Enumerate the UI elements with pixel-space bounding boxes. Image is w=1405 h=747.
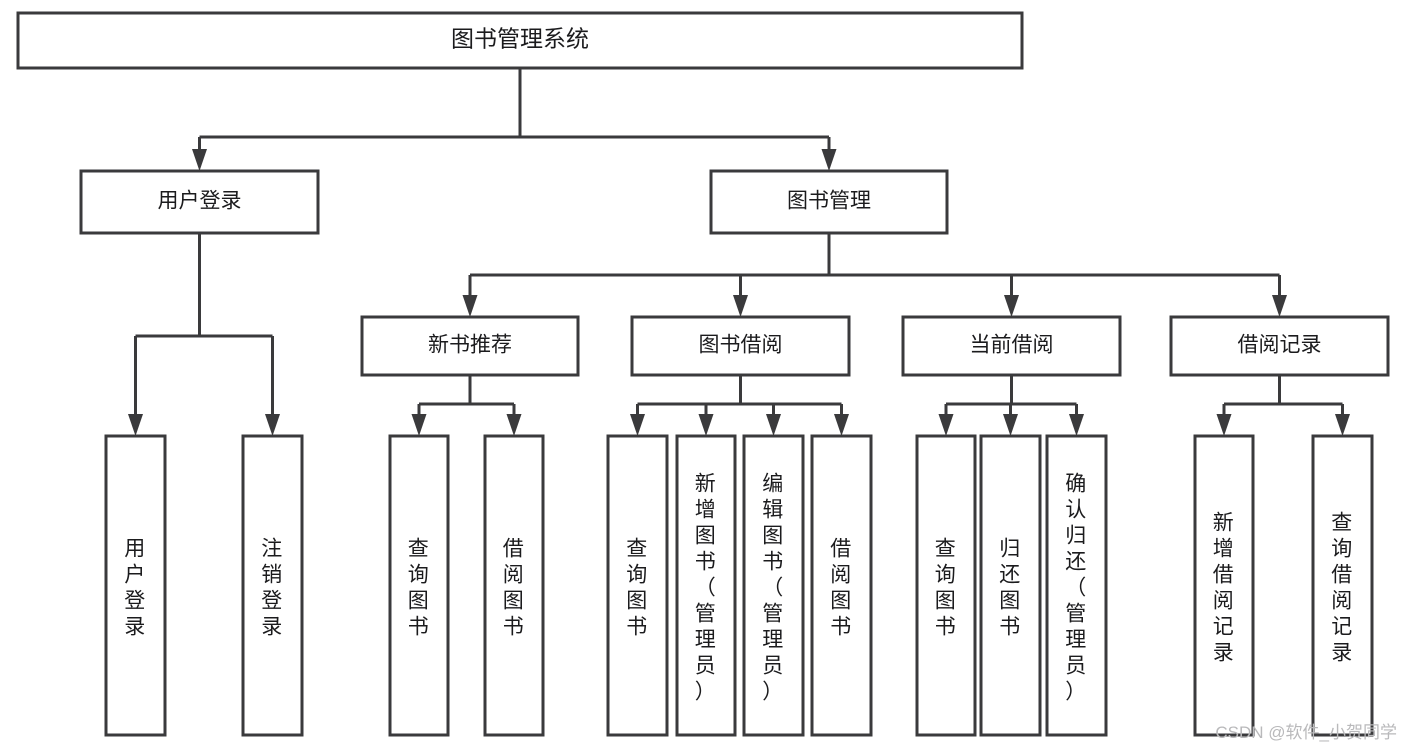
arrow-head-icon <box>1272 295 1287 317</box>
node-box-book-manage[interactable] <box>709 169 949 235</box>
node-box-leaf-query-book-1[interactable] <box>388 434 450 737</box>
node-label-leaf-query-book-1: 查询图书 <box>408 537 431 638</box>
node-book-borrow[interactable]: 图书借阅 <box>630 315 851 377</box>
node-user-login[interactable]: 用户登录 <box>79 169 320 235</box>
arrow-head-icon <box>411 414 427 436</box>
node-box-book-borrow[interactable] <box>630 315 851 377</box>
node-box-new-book-rec[interactable] <box>360 315 580 377</box>
node-label-book-manage: 图书管理 <box>787 190 871 213</box>
node-book-manage[interactable]: 图书管理 <box>709 169 949 235</box>
connector-layer <box>128 68 1350 436</box>
node-leaf-return-book[interactable]: 归还图书 <box>979 434 1042 737</box>
node-leaf-add-record[interactable]: 新增借阅记录 <box>1193 434 1255 737</box>
arrow-head-icon <box>1069 414 1084 436</box>
arrow-head-icon <box>462 295 478 317</box>
node-label-new-book-rec: 新书推荐 <box>428 334 512 357</box>
arrow-head-icon <box>506 414 522 436</box>
connector-group-book-borrow <box>630 375 849 436</box>
node-label-borrow-record: 借阅记录 <box>1238 334 1322 357</box>
node-box-leaf-query-book-2[interactable] <box>606 434 669 737</box>
arrow-head-icon <box>698 414 714 436</box>
node-box-leaf-user-login[interactable] <box>104 434 167 737</box>
connector-group-new-book-rec <box>411 375 522 436</box>
arrow-head-icon <box>1216 414 1232 436</box>
node-leaf-logout[interactable]: 注销登录 <box>241 434 304 737</box>
node-box-leaf-logout[interactable] <box>241 434 304 737</box>
connector-group-book-manage <box>462 233 1287 317</box>
node-layer: 图书管理系统用户登录图书管理新书推荐图书借阅当前借阅借阅记录用户登录注销登录查询… <box>16 11 1390 737</box>
node-box-borrow-record[interactable] <box>1169 315 1390 377</box>
node-box-leaf-query-book-3[interactable] <box>915 434 977 737</box>
node-leaf-query-book-3[interactable]: 查询图书 <box>915 434 977 737</box>
node-box-leaf-confirm-return[interactable] <box>1045 434 1108 737</box>
node-label-user-login: 用户登录 <box>158 190 242 213</box>
arrow-head-icon <box>128 414 143 436</box>
node-label-root: 图书管理系统 <box>451 26 589 52</box>
node-label-leaf-borrow-book-2: 借阅图书 <box>830 537 853 638</box>
node-label-leaf-return-book: 归还图书 <box>999 537 1022 638</box>
node-label-leaf-query-record: 查询借阅记录 <box>1331 511 1354 664</box>
csdn-watermark: CSDN @软件_小贺同学 <box>1215 723 1397 742</box>
node-leaf-query-record[interactable]: 查询借阅记录 <box>1311 434 1374 737</box>
arrow-head-icon <box>821 149 837 171</box>
arrow-head-icon <box>1003 414 1018 436</box>
connector-group-user-login <box>128 233 280 436</box>
node-label-leaf-add-book: 新增图书（管理员） <box>695 472 718 703</box>
connector-group-borrow-record <box>1216 375 1350 436</box>
node-leaf-confirm-return[interactable]: 确认归还（管理员） <box>1045 434 1108 737</box>
node-label-leaf-query-book-2: 查询图书 <box>626 537 649 638</box>
connector-group-root <box>192 68 837 171</box>
node-label-leaf-query-book-3: 查询图书 <box>935 537 958 638</box>
node-label-leaf-borrow-book-1: 借阅图书 <box>503 537 526 638</box>
connector-group-current-borrow <box>938 375 1084 436</box>
arrow-head-icon <box>265 414 280 436</box>
node-box-leaf-add-book[interactable] <box>675 434 737 737</box>
node-leaf-borrow-book-2[interactable]: 借阅图书 <box>810 434 873 737</box>
arrow-head-icon <box>1335 414 1350 436</box>
node-box-leaf-borrow-book-2[interactable] <box>810 434 873 737</box>
node-leaf-borrow-book-1[interactable]: 借阅图书 <box>483 434 545 737</box>
node-leaf-add-book[interactable]: 新增图书（管理员） <box>675 434 737 737</box>
node-box-user-login[interactable] <box>79 169 320 235</box>
node-box-leaf-borrow-book-1[interactable] <box>483 434 545 737</box>
node-current-borrow[interactable]: 当前借阅 <box>901 315 1122 377</box>
node-leaf-edit-book[interactable]: 编辑图书（管理员） <box>742 434 805 737</box>
node-box-leaf-add-record[interactable] <box>1193 434 1255 737</box>
node-label-leaf-logout: 注销登录 <box>261 537 284 638</box>
node-leaf-query-book-2[interactable]: 查询图书 <box>606 434 669 737</box>
node-label-leaf-confirm-return: 确认归还（管理员） <box>1065 472 1088 703</box>
node-box-current-borrow[interactable] <box>901 315 1122 377</box>
node-label-current-borrow: 当前借阅 <box>970 334 1054 357</box>
arrow-head-icon <box>630 414 645 436</box>
node-new-book-rec[interactable]: 新书推荐 <box>360 315 580 377</box>
node-box-leaf-edit-book[interactable] <box>742 434 805 737</box>
node-box-leaf-return-book[interactable] <box>979 434 1042 737</box>
node-borrow-record[interactable]: 借阅记录 <box>1169 315 1390 377</box>
node-label-leaf-user-login: 用户登录 <box>124 537 147 638</box>
node-box-root[interactable] <box>16 11 1024 70</box>
arrow-head-icon <box>1004 295 1019 317</box>
node-leaf-user-login[interactable]: 用户登录 <box>104 434 167 737</box>
node-label-leaf-edit-book: 编辑图书（管理员） <box>762 472 785 703</box>
node-box-leaf-query-record[interactable] <box>1311 434 1374 737</box>
node-root[interactable]: 图书管理系统 <box>16 11 1024 70</box>
arrow-head-icon <box>192 149 207 171</box>
arrow-head-icon <box>766 414 781 436</box>
node-leaf-query-book-1[interactable]: 查询图书 <box>388 434 450 737</box>
node-label-leaf-add-record: 新增借阅记录 <box>1213 511 1236 664</box>
arrow-head-icon <box>733 295 748 317</box>
arrow-head-icon <box>834 414 849 436</box>
node-label-book-borrow: 图书借阅 <box>699 334 783 357</box>
arrow-head-icon <box>938 414 954 436</box>
